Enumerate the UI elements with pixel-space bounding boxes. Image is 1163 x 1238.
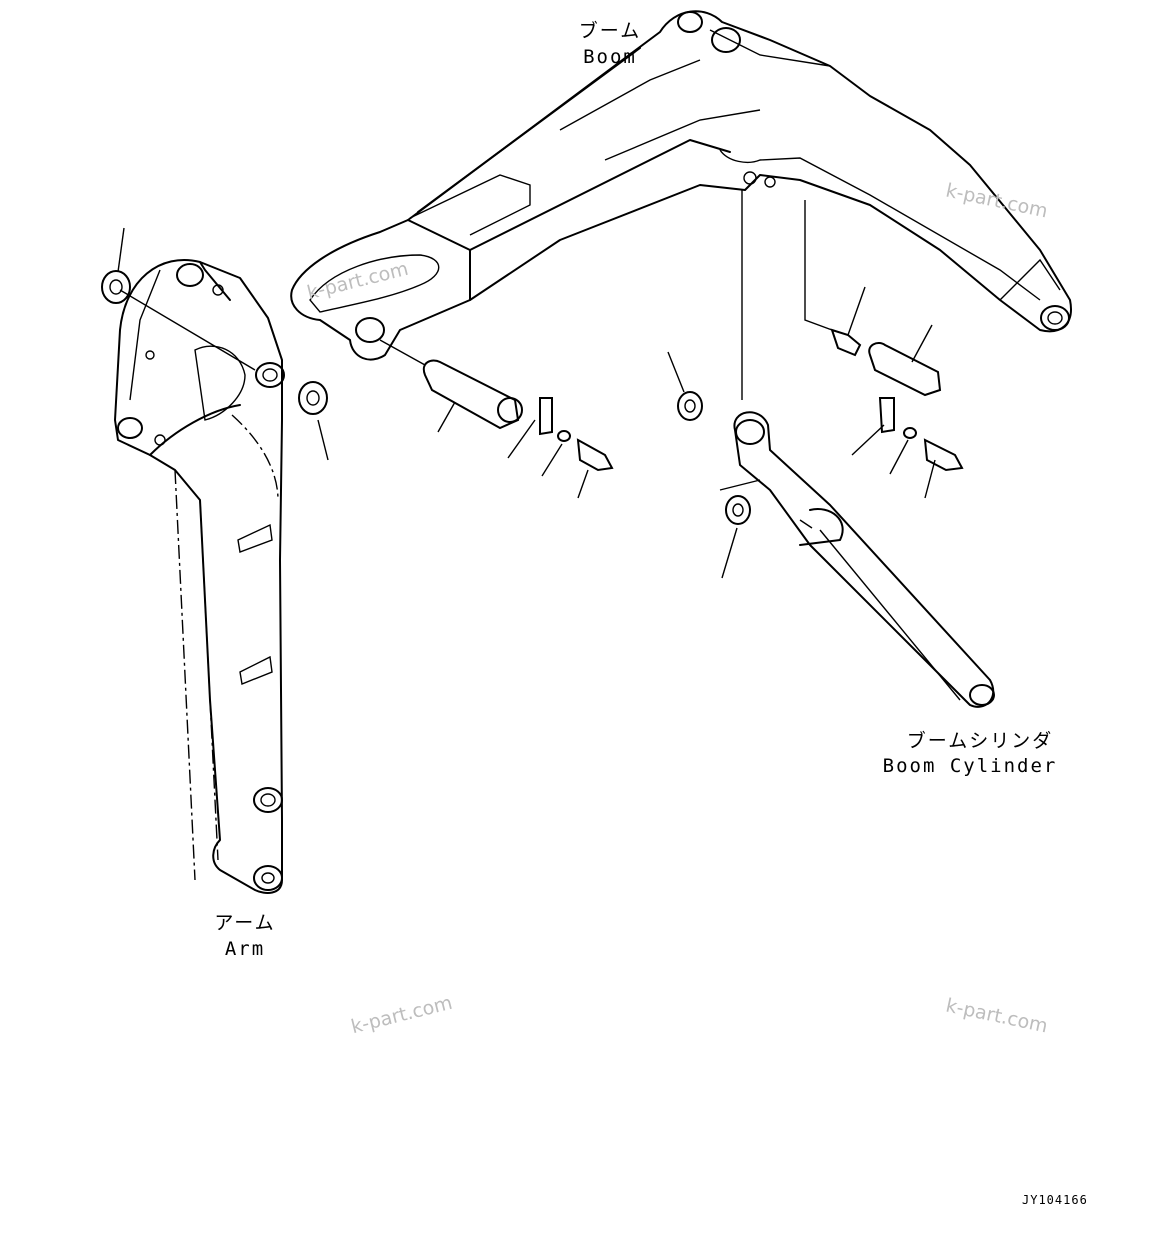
washer-set [101, 270, 751, 525]
boom-label-jp: ブーム [578, 20, 642, 42]
boom-label-en: Boom [583, 46, 637, 68]
arm-label-jp: アーム [214, 912, 276, 934]
leader-lines [117, 227, 936, 579]
pin-assembly-left [379, 339, 614, 472]
boom-cylinder-label-en: Boom Cylinder [882, 755, 1058, 777]
arm-outline [114, 259, 285, 894]
boom-cylinder-label-jp: ブームシリンダ [906, 730, 1054, 752]
boom-outline [290, 10, 1072, 361]
boom-cylinder-outline [733, 411, 995, 708]
drawing-code: JY104166 [1022, 1193, 1088, 1207]
arm-label-en: Arm [224, 938, 266, 960]
